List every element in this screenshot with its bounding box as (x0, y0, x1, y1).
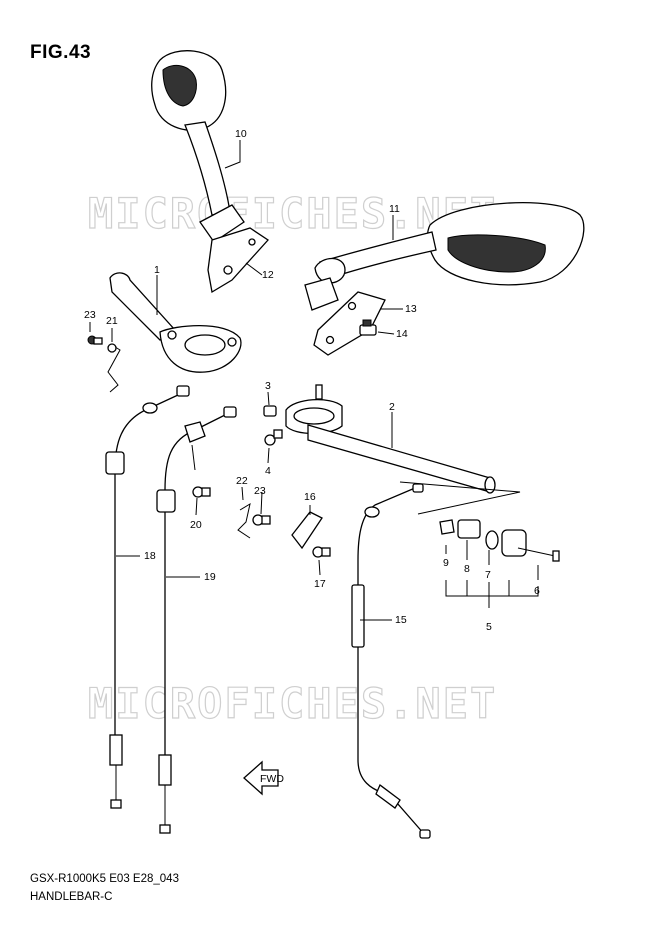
callout-19: 19 (204, 571, 216, 583)
bolt-17 (312, 546, 331, 558)
throttle-cable-18 (105, 385, 190, 809)
callout-14: 14 (396, 328, 408, 340)
callout-3: 3 (265, 380, 271, 392)
bolt-14 (359, 319, 377, 336)
bolt-23-top (87, 335, 103, 345)
callout-16: 16 (304, 491, 316, 503)
mirror-right (304, 202, 585, 311)
mirror-left (151, 50, 245, 243)
handlebar (285, 384, 496, 494)
callout-8: 8 (464, 563, 470, 575)
callout-11: 11 (389, 203, 400, 215)
callout-1: 1 (154, 264, 160, 276)
nut-3 (263, 405, 277, 417)
callout-9: 9 (443, 557, 449, 569)
callout-2: 2 (389, 401, 395, 413)
callout-12: 12 (262, 269, 274, 281)
callout-10: 10 (235, 128, 247, 140)
throttle-cable-19 (156, 406, 237, 834)
clip-21 (107, 343, 121, 393)
callout-21: 21 (106, 315, 118, 327)
figure-title: FIG.43 (30, 42, 92, 63)
watermark-bottom: MICROFICHES.NET (88, 679, 497, 728)
section-name: HANDLEBAR-C (30, 891, 113, 903)
callout-18: 18 (144, 550, 156, 562)
fwd-label: FWD (260, 773, 284, 785)
callout-4: 4 (265, 465, 271, 477)
callout-7: 7 (485, 569, 491, 581)
mirror-bracket-left (207, 227, 269, 294)
callout-22: 22 (236, 475, 248, 487)
callout-15: 15 (395, 614, 407, 626)
balancer-group-lines (399, 481, 539, 608)
clip-22 (237, 502, 251, 539)
callout-5: 5 (486, 621, 492, 633)
bolt-23-bottom (252, 514, 271, 526)
bolt-20 (192, 486, 211, 498)
leader-lines (89, 140, 539, 621)
callout-17: 17 (314, 578, 326, 590)
bracket-16 (291, 511, 323, 550)
model-code: GSX-R1000K5 E03 E28_043 (30, 873, 179, 885)
callout-13: 13 (405, 303, 417, 315)
callout-23-bottom: 23 (254, 485, 266, 497)
callout-20: 20 (190, 519, 202, 531)
callout-23-top: 23 (84, 309, 96, 321)
clutch-cable-15 (351, 483, 431, 839)
throttle-grip (109, 272, 242, 373)
callout-6: 6 (534, 585, 540, 597)
balancer-weights (439, 519, 560, 562)
bolt-4 (264, 429, 283, 446)
fwd-arrow-icon: FWD (243, 760, 284, 796)
